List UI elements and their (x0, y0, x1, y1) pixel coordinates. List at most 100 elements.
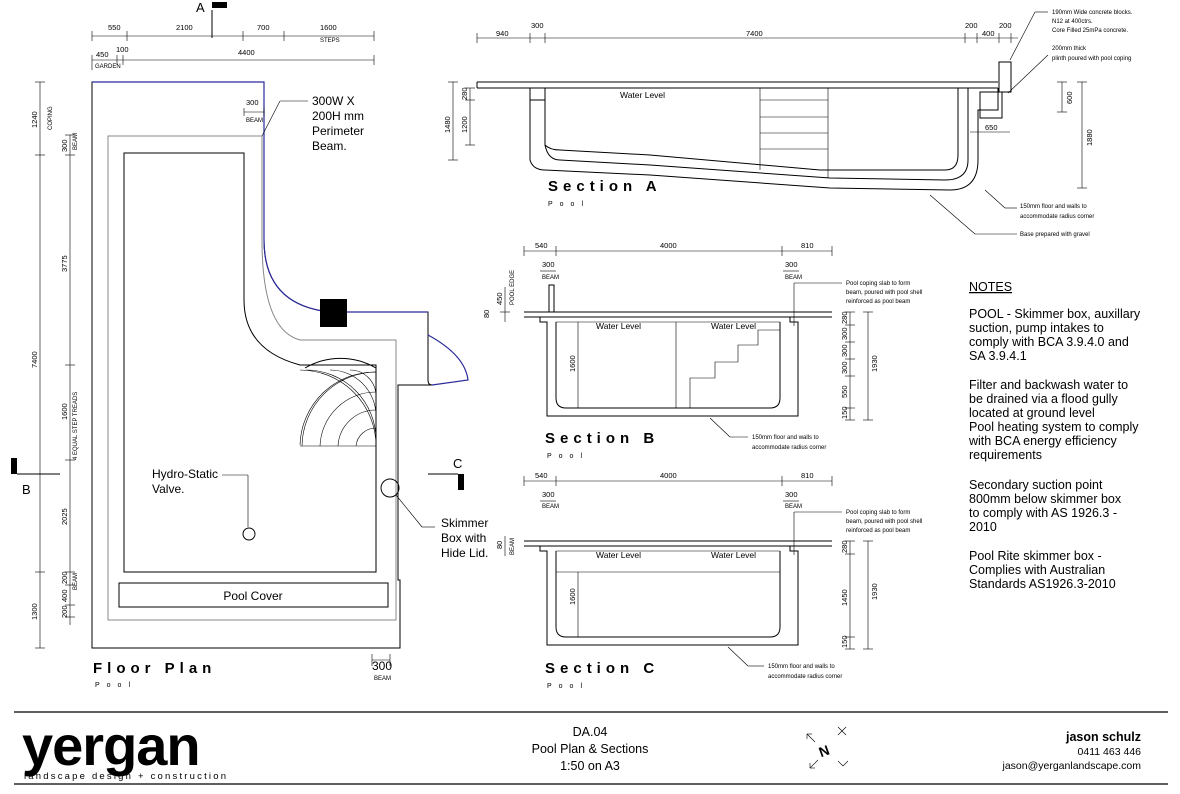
skimmer-label-2: Box with (441, 531, 486, 545)
sa-dim-940: 940 (496, 29, 509, 38)
perimeter-beam-label-2: 200H mm (312, 109, 364, 123)
drawing-number: DA.04 (573, 725, 608, 739)
floor-plan-title: Floor Plan (93, 660, 216, 677)
notes-line: 2010 (969, 520, 997, 534)
hydro-valve-icon (242, 527, 256, 541)
fp-beam-bottom-label: BEAM (374, 676, 391, 682)
sb-beam-left-lbl: BEAM (542, 275, 559, 281)
sb-dim-810: 810 (801, 241, 814, 250)
section-a: 940 300 7400 200 400 200 Water Level 148… (443, 10, 1133, 238)
sb-pool-edge-post (548, 284, 555, 313)
sa-floor-note-2: accommodate radius corner (1020, 214, 1094, 220)
sa-dim-200b: 200 (999, 21, 1012, 30)
sc-beam-side-lbl: BEAM (510, 538, 516, 555)
sa-floor-note-1: 150mm floor and walls to (1020, 204, 1087, 210)
sb-floor-note-2: accommodate radius corner (752, 445, 826, 451)
section-b-subtitle: Pool (547, 453, 589, 460)
sa-dim-1880: 1880 (1085, 129, 1094, 146)
sc-beam-right-lbl: BEAM (785, 504, 802, 510)
fp-coping-label: COPING (48, 106, 54, 130)
drawing-scale: 1:50 on A3 (560, 759, 620, 773)
section-b-marker-icon (11, 458, 17, 474)
sb-beam-right: 300 (785, 260, 798, 269)
notes-line: with BCA energy efficiency (968, 434, 1118, 448)
sa-dim-400: 400 (982, 29, 995, 38)
sb-total-1930: 1930 (870, 355, 879, 372)
sa-block-wall (998, 61, 1012, 93)
sc-dim-1600: 1600 (568, 588, 577, 605)
section-c-title: Section C (545, 660, 659, 677)
sa-block-note-2: N12 at 400ctrs. (1052, 19, 1093, 25)
sc-dim-540: 540 (535, 471, 548, 480)
brand-logo: yergan (22, 714, 200, 777)
hydro-valve-label-2: Valve. (152, 482, 184, 496)
notes-line: SA 3.9.4.1 (969, 349, 1027, 363)
fp-steps-label: STEPS (320, 38, 340, 44)
notes-line: Pool heating system to comply (969, 420, 1139, 434)
sa-base-note: Base prepared with gravel (1020, 232, 1090, 238)
sa-dim-200a: 200 (965, 21, 978, 30)
fp-beam-top-dim: 300 (246, 98, 259, 107)
skimmer-label-3: Hide Lid. (441, 546, 488, 560)
fp-beam-label-1: BEAM (73, 133, 79, 150)
sc-beam-left: 300 (542, 490, 555, 499)
sb-dim-450: 450 (495, 292, 504, 305)
section-a-title: Section A (548, 178, 662, 195)
sc-water-level-1: Water Level (596, 550, 641, 560)
marker-b-label: B (22, 482, 31, 497)
fp-dim-550: 550 (108, 23, 121, 32)
marker-a-label: A (196, 0, 205, 15)
sb-floor-note-1: 150mm floor and walls to (752, 435, 819, 441)
perimeter-beam-label-1: 300W X (312, 94, 355, 108)
section-a-marker-icon (212, 2, 227, 8)
contact-name: jason schulz (1065, 730, 1141, 744)
fp-garden-label: GARDEN (95, 64, 121, 70)
fp-dim-7400: 7400 (30, 351, 39, 368)
sc-total-1930: 1930 (870, 583, 879, 600)
sc-coping-note-1: Pool coping slab to form (846, 510, 910, 516)
notes-line: Secondary suction point (969, 478, 1103, 492)
sa-plinth-note-2: plinth poured with pool coping (1052, 56, 1131, 62)
fp-dim-100: 100 (116, 45, 129, 54)
sa-block-note-3: Core Filled 25mPa concrete. (1052, 28, 1128, 34)
sc-stack-150: 150 (840, 635, 849, 648)
notes-line: POOL - Skimmer box, auxillary (969, 307, 1141, 321)
skimmer-box-icon (380, 478, 400, 498)
fp-dim-2025: 2025 (60, 508, 69, 525)
sc-stack-1450: 1450 (840, 589, 849, 606)
section-c: 540 4000 810 300 BEAM 300 BEAM Water Lev… (495, 471, 922, 690)
fp-dim-1600: 1600 (320, 23, 337, 32)
sb-dim-4000: 4000 (660, 241, 677, 250)
fp-dim-300: 300 (60, 139, 69, 152)
notes-line: requirements (969, 448, 1042, 462)
section-c-subtitle: Pool (547, 683, 589, 690)
sb-pool-edge-label: POOL EDGE (510, 270, 516, 305)
fp-dim-200a: 200 (60, 571, 69, 584)
sb-beam-left: 300 (542, 260, 555, 269)
sb-water-level-2: Water Level (711, 321, 756, 331)
perimeter-beam-label-3: Perimeter (312, 124, 364, 138)
sb-coping-note-2: beam, poured with pool shell (846, 290, 922, 296)
floor-plan: 550 2100 700 1600 STEPS A 450 100 4400 G… (11, 0, 488, 689)
sb-stack-300b: 300 (840, 344, 849, 357)
fp-beam-label-2: BEAM (73, 573, 79, 590)
skimmer-label-1: Skimmer (441, 516, 488, 530)
section-a-subtitle: Pool (548, 201, 590, 208)
section-b-title: Section B (545, 430, 659, 447)
fp-dim-450: 450 (96, 50, 109, 59)
notes-line: to comply with AS 1926.3 - (969, 506, 1117, 520)
hydro-valve-label-1: Hydro-Static (152, 467, 218, 481)
sa-dim-7400: 7400 (746, 29, 763, 38)
floor-plan-subtitle: Pool (95, 682, 137, 689)
notes-line: located at ground level (969, 406, 1095, 420)
fp-dim-1240: 1240 (30, 111, 39, 128)
fp-dim-700: 700 (257, 23, 270, 32)
fp-dim-2100: 2100 (176, 23, 193, 32)
fp-beam-top-label: BEAM (246, 118, 263, 124)
sa-plinth (979, 91, 1003, 119)
sc-dim-810: 810 (801, 471, 814, 480)
fp-dim-4400: 4400 (238, 48, 255, 57)
notes-line: Pool Rite skimmer box - (969, 549, 1102, 563)
fp-dim-200b: 200 (60, 605, 69, 618)
